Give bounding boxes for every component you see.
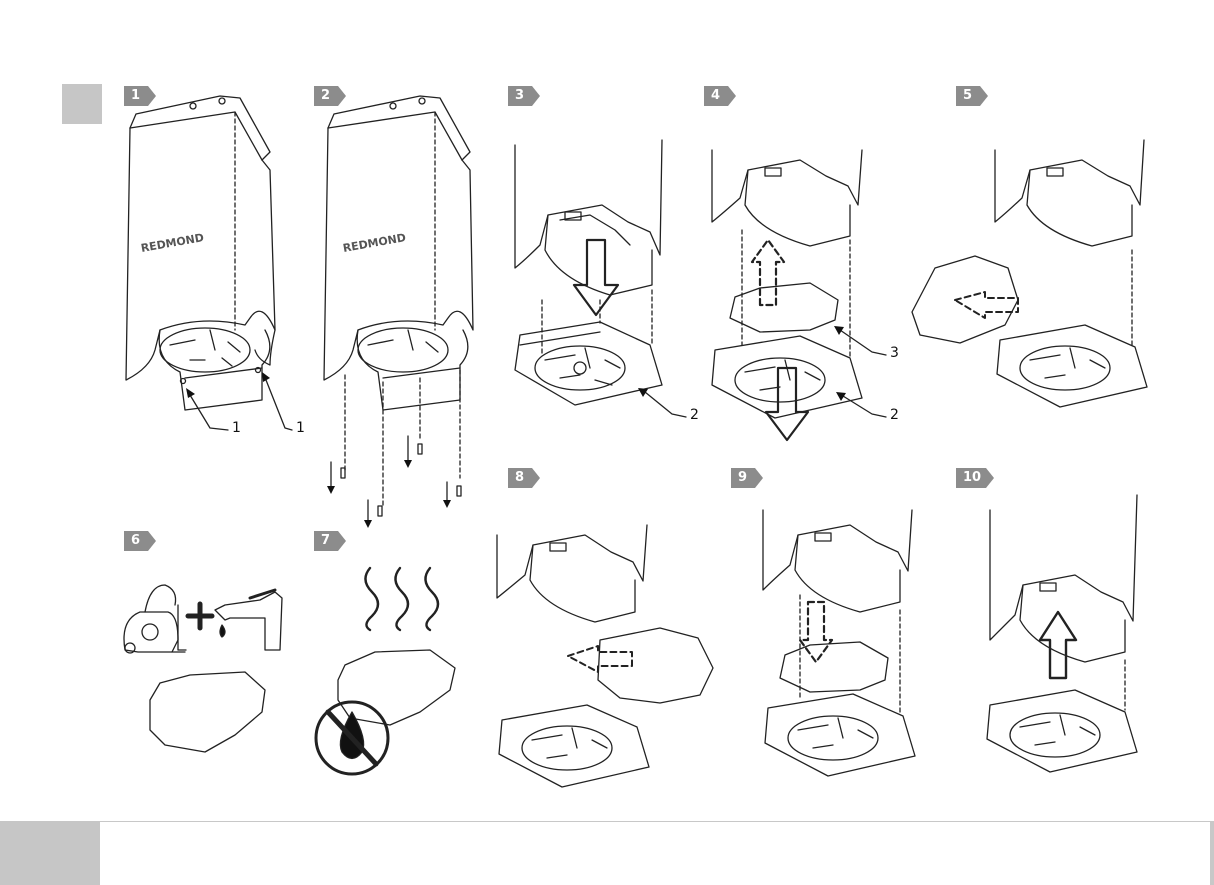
removed-screws — [327, 436, 461, 528]
vacuum-cleaner-icon — [124, 585, 186, 653]
step10-drawing — [987, 495, 1137, 772]
no-water-drop-icon — [316, 702, 388, 774]
footer-page-tab — [0, 821, 100, 885]
step6-filter — [150, 672, 265, 752]
callout-grille-2b: 2 — [890, 407, 899, 423]
plus-icon — [188, 604, 212, 628]
water-faucet-icon — [215, 590, 282, 650]
step3-drawing — [515, 140, 662, 405]
footer-divider — [100, 821, 1214, 822]
step2-appliance-body — [324, 96, 473, 505]
step8-drawing — [497, 525, 713, 787]
callout-filter-3: 3 — [890, 345, 899, 361]
footer-edge — [1210, 821, 1214, 885]
callout-screw-1b: 1 — [296, 420, 305, 436]
step7-filter — [338, 650, 455, 725]
callout-grille-2: 2 — [690, 407, 699, 423]
step9-drawing — [763, 510, 915, 776]
heat-waves-icon — [365, 568, 438, 630]
step5-drawing — [912, 140, 1147, 407]
brand-logo: REDMOND — [342, 231, 407, 255]
brand-logo: REDMOND — [140, 231, 205, 255]
callout-screw-1: 1 — [232, 420, 241, 436]
